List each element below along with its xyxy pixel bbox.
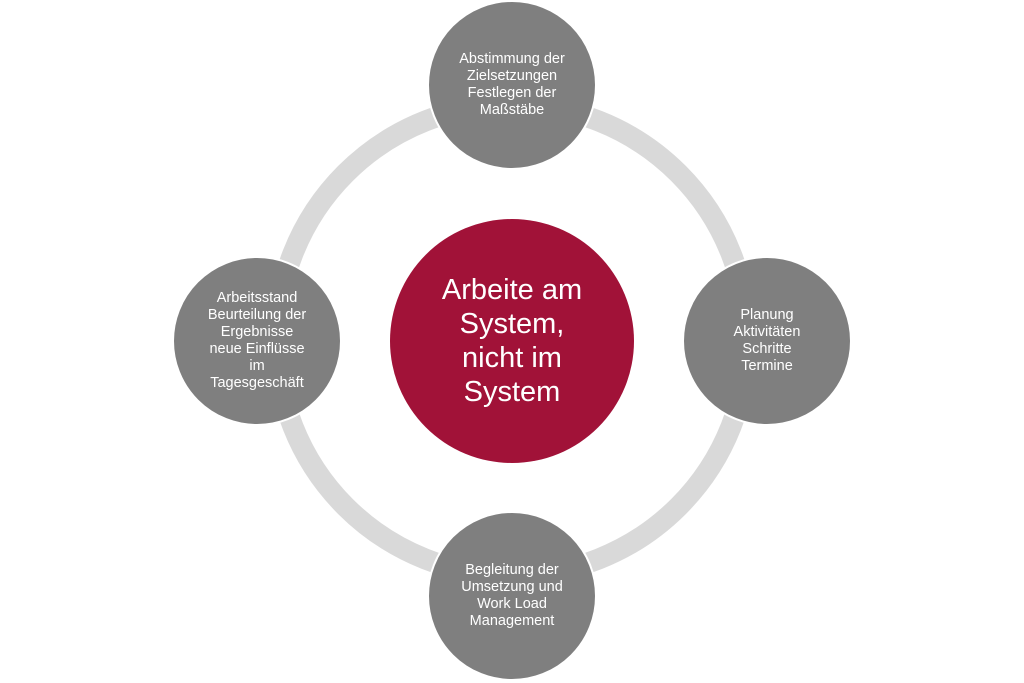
node-text-line: Aktivitäten	[733, 324, 801, 340]
node-text-line: Festlegen der	[467, 85, 557, 101]
node-text-line: Zielsetzungen	[466, 68, 558, 84]
node-text-line: im	[249, 358, 265, 374]
node-text-line: Beurteilung der	[207, 307, 307, 323]
center-text-line: Arbeite am	[441, 274, 583, 306]
node-text-line: neue Einflüsse	[209, 341, 305, 357]
node-text-line: Ergebnisse	[220, 324, 294, 340]
node-text-line: Planung	[740, 307, 794, 323]
node-text-line: Schritte	[742, 341, 792, 357]
node-text-line: Abstimmung der	[459, 51, 565, 67]
node-text-line: Begleitung der	[465, 562, 559, 578]
node-text-line: Management	[469, 613, 555, 629]
center-text-line: System,	[459, 308, 565, 340]
node-text-line: Arbeitsstand	[216, 290, 298, 306]
center-text-line: nicht im	[462, 342, 562, 374]
node-text-line: Umsetzung und	[461, 579, 563, 595]
node-text-line: Work Load	[477, 596, 547, 612]
node-umsetzung: Begleitung der Umsetzung und Work Load M…	[427, 511, 597, 681]
center-circle: Arbeite am System, nicht im System	[390, 219, 634, 463]
node-zielsetzung: Abstimmung der Zielsetzungen Festlegen d…	[427, 0, 597, 170]
node-text-line: Maßstäbe	[479, 102, 545, 118]
center-text-line: System	[463, 376, 561, 408]
node-arbeitsstand: Arbeitsstand Beurteilung der Ergebnisse …	[172, 256, 342, 426]
node-planung: Planung Aktivitäten Schritte Termine	[682, 256, 852, 426]
node-text-line: Termine	[741, 358, 793, 374]
node-text-line: Tagesgeschäft	[210, 375, 304, 391]
